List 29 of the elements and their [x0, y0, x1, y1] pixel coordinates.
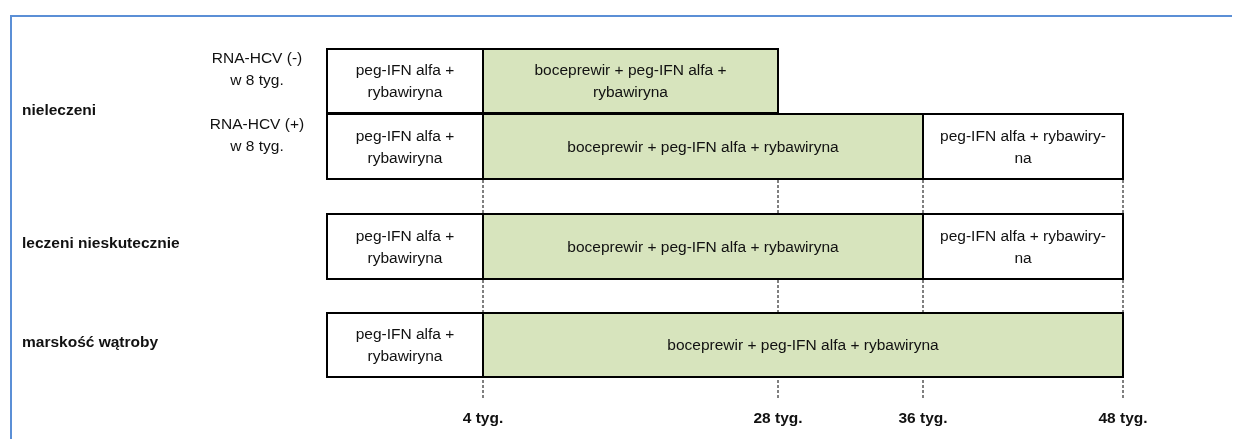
- tick-label: 28 tyg.: [753, 409, 803, 426]
- treatment-bar: [482, 213, 924, 280]
- treatment-bar: [482, 113, 924, 180]
- treatment-box: [326, 213, 484, 280]
- treatment-box: [326, 312, 484, 378]
- treatment-text: peg-IFN alfa + rybawiry- na: [939, 225, 1107, 268]
- treatment-box: [326, 48, 484, 114]
- row-label: leczeni nieskutecznie: [22, 234, 180, 251]
- treatment-text: peg-IFN alfa + rybawiryna: [354, 125, 456, 168]
- treatment-text: boceprewir + peg-IFN alfa + rybawiryna: [667, 335, 939, 356]
- treatment-text: peg-IFN alfa + rybawiryna: [354, 225, 456, 268]
- treatment-box: [922, 213, 1124, 280]
- treatment-bar: [482, 48, 779, 114]
- treatment-text: boceprewir + peg-IFN alfa + rybawiryna: [567, 236, 839, 257]
- tick-label: 48 tyg.: [1098, 409, 1148, 426]
- treatment-box: [922, 113, 1124, 180]
- tick-label: 4 tyg.: [462, 409, 504, 426]
- treatment-text: boceprewir + peg-IFN alfa + rybawiryna: [533, 60, 728, 102]
- row-label: marskość wątroby: [22, 333, 159, 350]
- treatment-box: [326, 113, 484, 180]
- row-label: nieleczeni: [22, 101, 97, 118]
- treatment-text: peg-IFN alfa + rybawiryna: [354, 324, 456, 366]
- tick-label: 36 tyg.: [898, 409, 948, 426]
- group-label: RNA-HCV (-) w 8 tyg.: [211, 49, 303, 88]
- treatment-bar: [482, 312, 1124, 378]
- group-label: RNA-HCV (+) w 8 tyg.: [209, 115, 305, 154]
- treatment-text: boceprewir + peg-IFN alfa + rybawiryna: [567, 136, 839, 157]
- treatment-text: peg-IFN alfa + rybawiryna: [354, 60, 456, 102]
- treatment-text: peg-IFN alfa + rybawiry- na: [939, 125, 1107, 168]
